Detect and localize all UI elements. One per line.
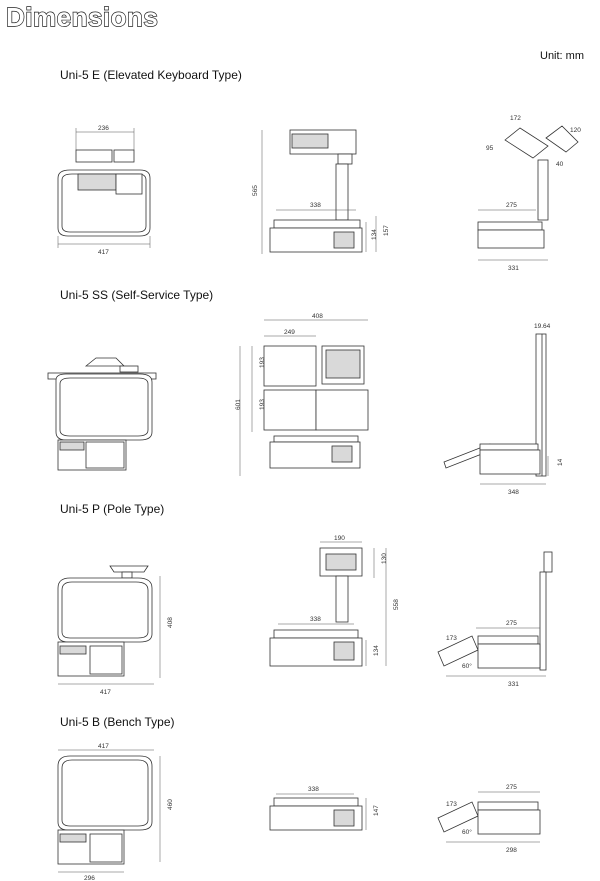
ss-front-overall-label: 408 bbox=[312, 313, 323, 320]
page-title: Dimensions bbox=[5, 1, 159, 32]
p-front-height-label: 558 bbox=[393, 599, 400, 610]
e-top-view bbox=[57, 128, 151, 248]
p-top-height-label: 408 bbox=[167, 617, 174, 628]
e-front-platter-label: 338 bbox=[310, 202, 321, 209]
p-side-view bbox=[437, 551, 553, 677]
e-side-b-label: 120 bbox=[570, 127, 581, 134]
ss-top-view bbox=[47, 357, 157, 471]
p-side-depth-label: 331 bbox=[508, 681, 519, 688]
b-side-platter-label: 275 bbox=[506, 784, 517, 791]
e-top-width-label: 236 bbox=[98, 125, 109, 132]
b-side-angle-label: 60° bbox=[462, 828, 472, 836]
ss-front-panel-label: 249 bbox=[284, 329, 295, 336]
section-title-b: Uni-5 B (Bench Type) bbox=[60, 715, 175, 729]
p-side-kb-label: 173 bbox=[446, 635, 457, 642]
p-top-view bbox=[57, 565, 161, 685]
b-top-overall-label: 417 bbox=[98, 743, 109, 750]
b-top-view bbox=[57, 749, 161, 873]
b-top-base-label: 296 bbox=[84, 875, 95, 881]
e-top-overall-label: 417 bbox=[98, 249, 109, 256]
b-top-height-label: 460 bbox=[167, 799, 174, 810]
b-side-kb-label: 173 bbox=[446, 801, 457, 808]
p-front-display-label: 190 bbox=[334, 535, 345, 542]
ss-front-view bbox=[239, 319, 369, 476]
p-front-view bbox=[269, 541, 387, 667]
ss-front-h1-label: 193 bbox=[259, 357, 266, 368]
ss-side-depth-label: 348 bbox=[508, 489, 519, 496]
ss-front-total-label: 601 bbox=[235, 399, 242, 410]
b-side-view bbox=[437, 791, 541, 843]
ss-side-view bbox=[443, 333, 549, 485]
e-front-base2-label: 157 bbox=[383, 225, 390, 236]
p-front-disp-h-label: 130 bbox=[381, 553, 388, 564]
e-side-d-label: 40 bbox=[556, 161, 564, 168]
ss-side-top-label: 19.64 bbox=[534, 323, 551, 330]
b-front-view bbox=[269, 793, 367, 831]
section-title-p: Uni-5 P (Pole Type) bbox=[60, 502, 165, 516]
e-side-a-label: 172 bbox=[510, 115, 521, 122]
e-side-c-label: 95 bbox=[486, 145, 494, 152]
p-top-overall-label: 417 bbox=[100, 689, 111, 696]
p-front-platter-label: 338 bbox=[310, 616, 321, 623]
b-front-height-label: 147 bbox=[373, 805, 380, 816]
ss-front-h2-label: 193 bbox=[259, 399, 266, 410]
e-side-depth-label: 331 bbox=[508, 265, 519, 272]
e-side-view bbox=[477, 125, 579, 261]
section-title-ss: Uni-5 SS (Self-Service Type) bbox=[60, 288, 214, 302]
e-side-platter-label: 275 bbox=[506, 202, 517, 209]
e-front-base-label: 134 bbox=[371, 229, 378, 240]
p-front-base-label: 134 bbox=[373, 645, 380, 656]
section-title-e: Uni-5 E (Elevated Keyboard Type) bbox=[60, 68, 242, 82]
p-side-platter-label: 275 bbox=[506, 620, 517, 627]
b-front-platter-label: 338 bbox=[308, 786, 319, 793]
b-side-depth-label: 298 bbox=[506, 847, 517, 854]
e-front-view bbox=[261, 129, 377, 254]
ss-side-base-label: 14 bbox=[557, 458, 564, 466]
p-side-angle-label: 60° bbox=[462, 662, 472, 670]
e-front-height-label: 565 bbox=[252, 185, 259, 196]
unit-label: Unit: mm bbox=[540, 50, 584, 62]
